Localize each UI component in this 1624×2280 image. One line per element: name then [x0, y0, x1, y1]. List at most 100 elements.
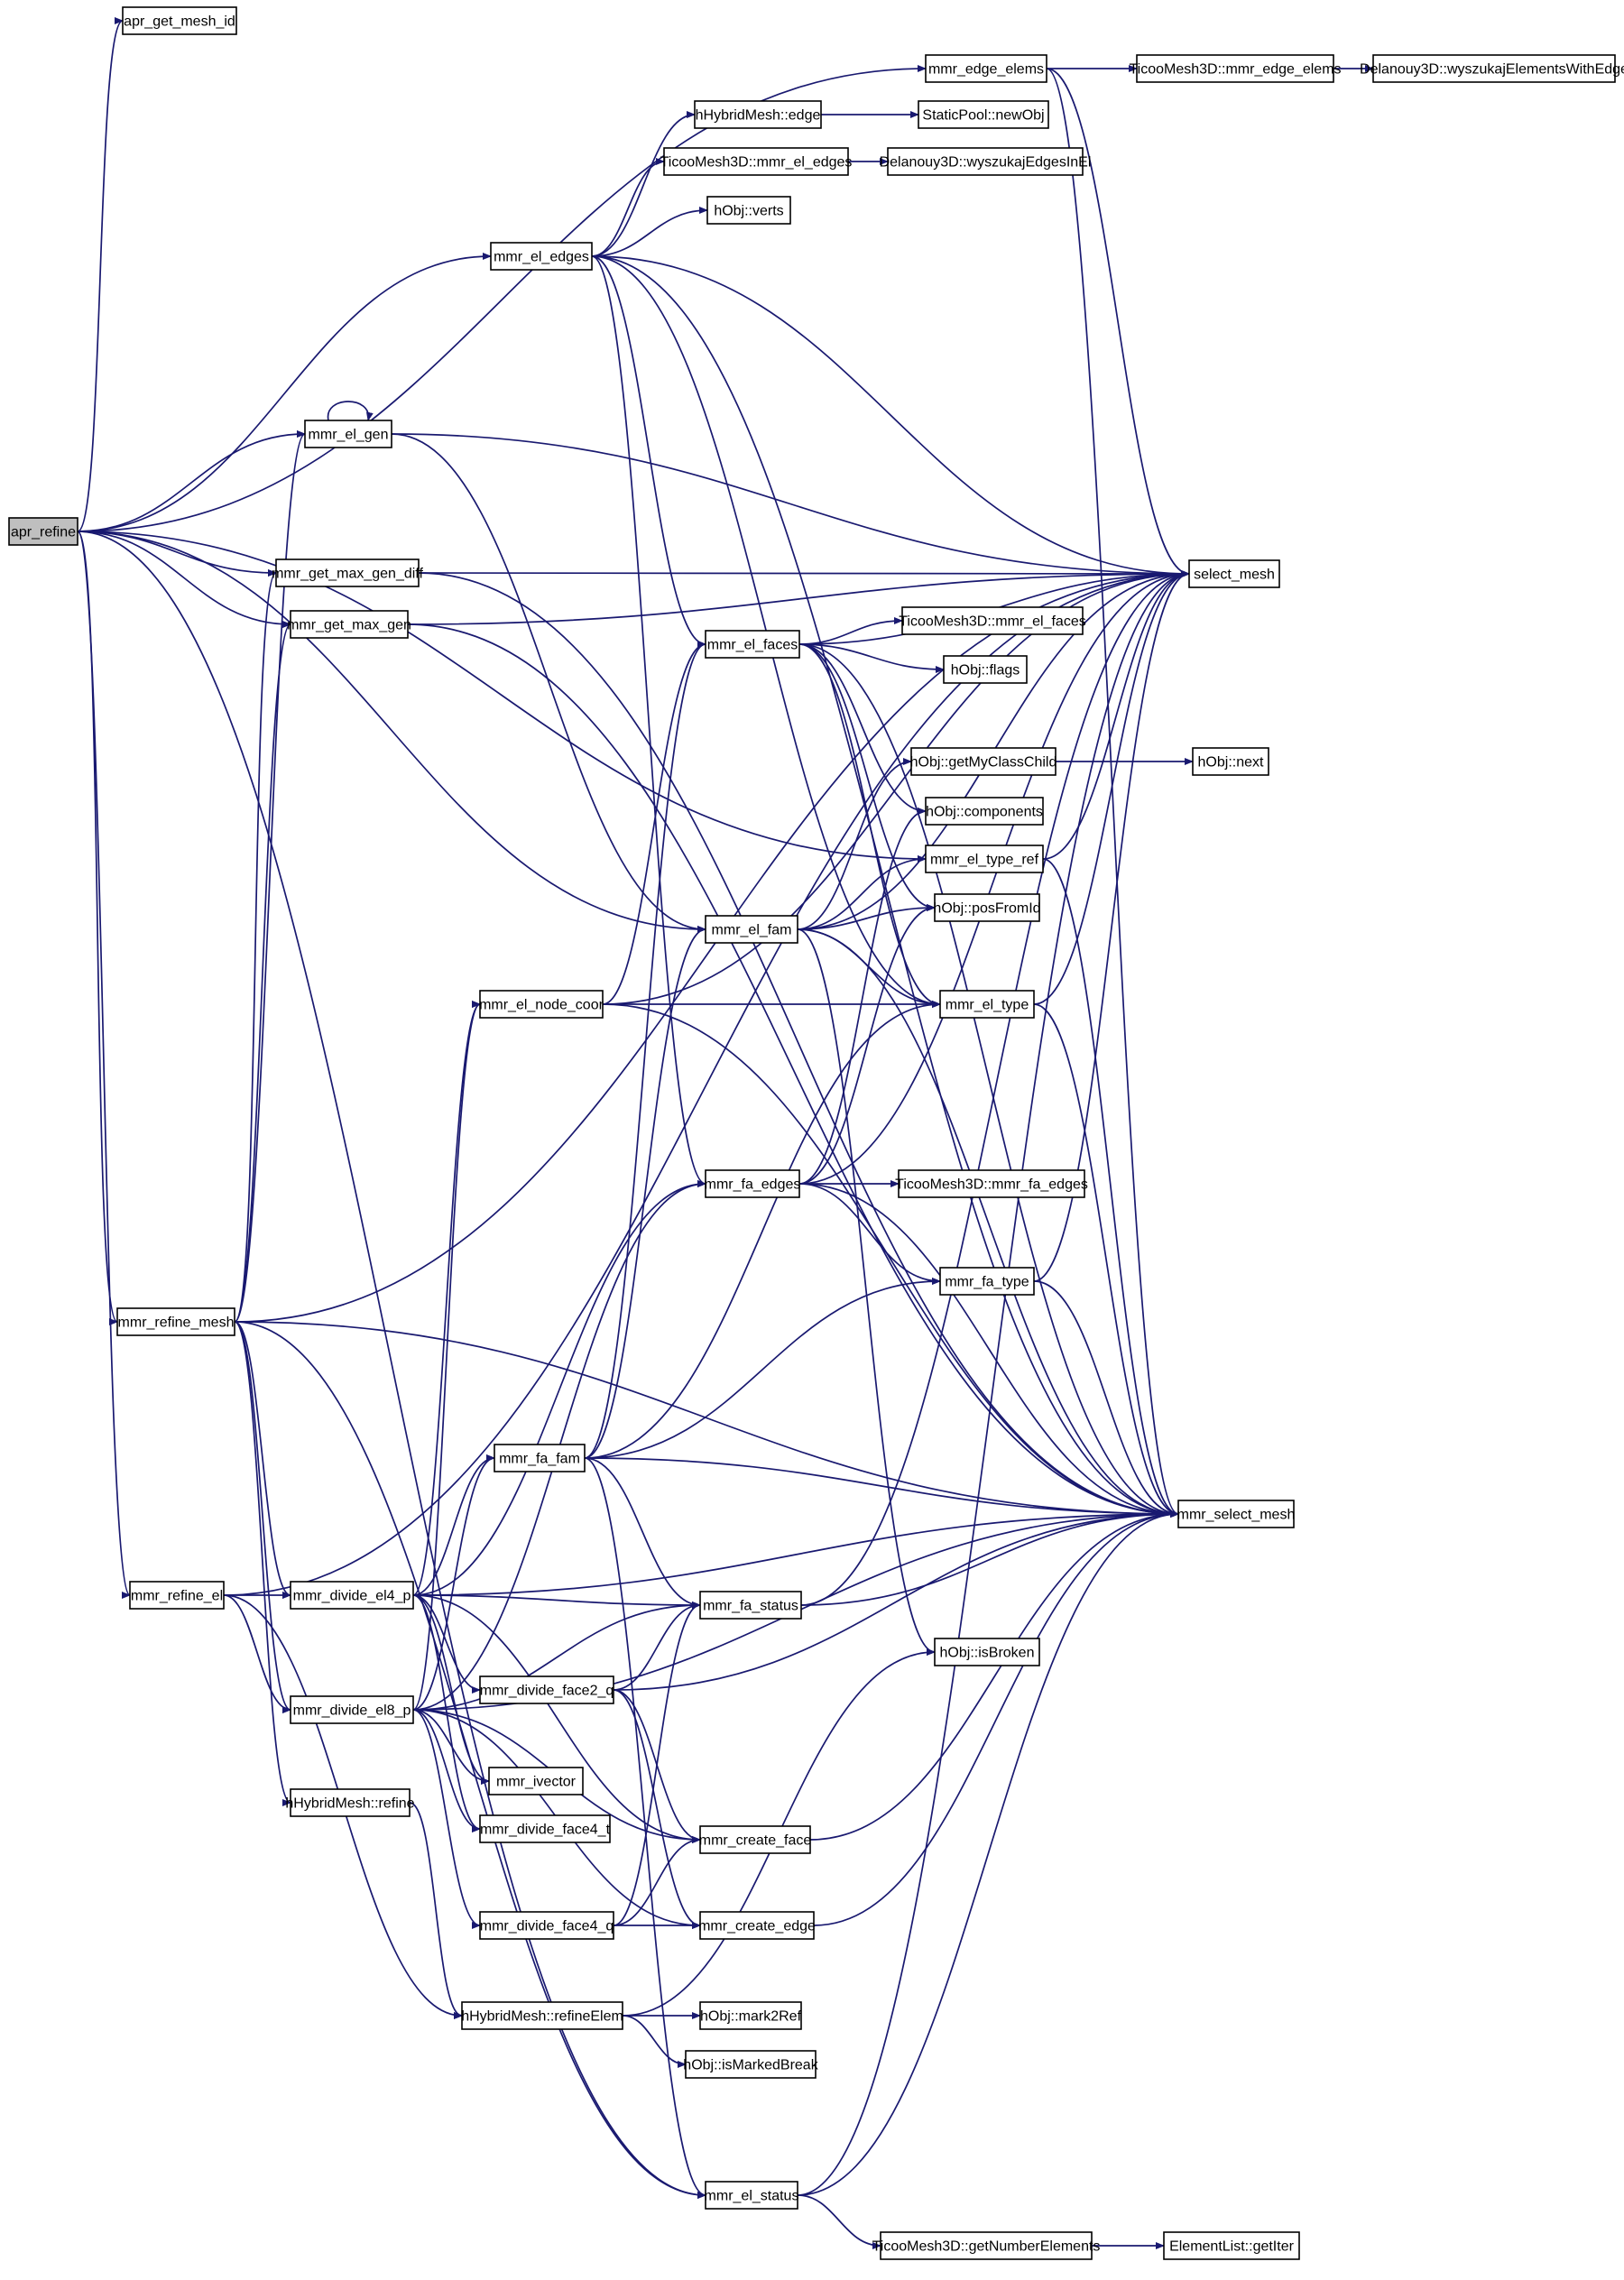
node-hobj-getmyclasschild[interactable]: hObj::getMyClassChild: [910, 747, 1057, 776]
edge-mmr_el_edges-to-mmr_el_faces: [591, 255, 706, 648]
node-mmr-el-type[interactable]: mmr_el_type: [939, 990, 1035, 1019]
node-select-mesh[interactable]: select_mesh: [1188, 559, 1280, 588]
node-mmr-fa-status[interactable]: mmr_fa_status: [699, 1591, 802, 1620]
edge-mmr_divide_face2_q-to-mmr_create_edge: [613, 1689, 701, 1929]
node-box: [1136, 54, 1334, 83]
node-box: [1192, 747, 1269, 776]
edges-layer: [77, 17, 1374, 2249]
edge-mmr_divide_el8_p-to-mmr_divide_face4_q: [412, 1709, 481, 1929]
node-hobj-verts[interactable]: hObj::verts: [706, 196, 791, 225]
edge-mmr_el_faces-to-mmr_select_mesh: [798, 643, 1179, 1518]
node-tm-mmr-el-faces[interactable]: TicooMesh3D::mmr_el_faces: [899, 606, 1086, 635]
node-label: apr_get_mesh_id: [124, 14, 235, 30]
node-mmr-el-faces[interactable]: mmr_el_faces: [705, 630, 800, 659]
node-mmr-divide-face4-q[interactable]: mmr_divide_face4_q: [479, 1911, 614, 1940]
edge-mmr_fa_fam-to-mmr_el_fam: [584, 926, 706, 1459]
node-mmr-fa-edges[interactable]: mmr_fa_edges: [705, 1169, 801, 1198]
node-hobj-isbroken[interactable]: hObj::isBroken: [934, 1638, 1040, 1666]
node-hobj-ismarkedbreak[interactable]: hObj::isMarkedBreak: [683, 2050, 819, 2079]
node-box: [705, 1169, 800, 1198]
node-elementlist-getiter[interactable]: ElementList::getIter: [1163, 2231, 1300, 2260]
node-del-wyszukaj-elems-edge[interactable]: Delanouy3D::wyszukajElementsWithEdge: [1360, 54, 1624, 83]
edge-mmr_fa_fam-to-mmr_el_faces: [584, 641, 706, 1459]
node-mmr-divide-face4-t[interactable]: mmr_divide_face4_t: [479, 1814, 611, 1843]
edge-mmr_el_edges-to-mmr_fa_edges: [591, 255, 706, 1187]
node-label: TicooMesh3D::getNumberElements: [872, 2239, 1101, 2255]
edge-mmr_divide_el4_p-to-mmr_select_mesh: [412, 1510, 1179, 1596]
node-mmr-create-edge[interactable]: mmr_create_edge: [698, 1911, 816, 1940]
node-label: mmr_el_fam: [712, 923, 792, 938]
edge-mmr_divide_face2_q-to-mmr_select_mesh: [613, 1510, 1179, 1691]
node-hobj-flags[interactable]: hObj::flags: [943, 655, 1028, 684]
node-mmr-fa-fam[interactable]: mmr_fa_fam: [494, 1444, 586, 1472]
node-label: mmr_divide_face4_q: [480, 1919, 614, 1934]
node-apr-get-mesh-id[interactable]: apr_get_mesh_id: [122, 6, 237, 35]
node-box: [934, 893, 1040, 922]
node-label: mmr_edge_elems: [928, 62, 1044, 78]
node-tm-mmr-el-edges[interactable]: TicooMesh3D::mmr_el_edges: [660, 147, 853, 176]
node-mmr-el-fam[interactable]: mmr_el_fam: [705, 915, 798, 944]
node-label: hHybridMesh::refineElem: [461, 2009, 623, 2025]
node-mmr-select-mesh[interactable]: mmr_select_mesh: [1177, 1500, 1296, 1528]
node-mmr-el-edges[interactable]: mmr_el_edges: [490, 242, 593, 271]
edge-mmr_divide_el4_p-to-mmr_fa_fam: [412, 1454, 495, 1596]
edge-mmr_create_edge-to-mmr_select_mesh: [813, 1510, 1179, 1926]
node-mmr-get-max-gen[interactable]: mmr_get_max_gen: [287, 610, 411, 639]
node-box: [706, 196, 791, 225]
node-hobj-components[interactable]: hObj::components: [925, 797, 1044, 826]
edge-mmr_divide_face4_q-to-mmr_fa_status: [613, 1602, 701, 1926]
node-mmr-fa-type[interactable]: mmr_fa_type: [939, 1267, 1035, 1296]
node-mmr-refine-el[interactable]: mmr_refine_el: [129, 1581, 225, 1610]
node-label: hObj::verts: [714, 204, 783, 219]
edge-apr_refine-to-mmr_refine_el: [77, 531, 131, 1599]
node-label: mmr_divide_el8_p: [293, 1703, 411, 1719]
edge-mmr_el_type_ref-to-select_mesh: [1042, 570, 1190, 860]
node-del-wyszukaj-edges-inel[interactable]: Delanouy3D::wyszukajEdgesInEl: [880, 147, 1092, 176]
node-mmr-create-face[interactable]: mmr_create_face: [699, 1825, 812, 1854]
node-mmr-divide-el4-p[interactable]: mmr_divide_el4_p: [290, 1581, 414, 1610]
node-mmr-ivector[interactable]: mmr_ivector: [488, 1767, 584, 1795]
edge-mmr_divide_el4_p-to-mmr_divide_face2_q: [412, 1594, 481, 1694]
node-staticpool-newobj[interactable]: StaticPool::newObj: [918, 100, 1049, 129]
node-hobj-posfromid[interactable]: hObj::posFromId: [933, 893, 1041, 922]
node-hhm-edge[interactable]: hHybridMesh::edge: [694, 100, 822, 129]
edge-apr_refine-to-mmr_el_type_ref: [77, 531, 927, 863]
edge-mmr_divide_el4_p-to-mmr_divide_face4_t: [412, 1594, 481, 1832]
node-mmr-edge-elems[interactable]: mmr_edge_elems: [925, 54, 1047, 83]
node-mmr-divide-face2-q[interactable]: mmr_divide_face2_q: [479, 1675, 614, 1704]
node-hobj-mark2ref[interactable]: hObj::mark2Ref: [699, 2001, 802, 2030]
node-box: [934, 1638, 1040, 1666]
node-box: [705, 630, 800, 659]
node-label: hObj::mark2Ref: [700, 2009, 802, 2025]
node-tm-mmr-fa-edges[interactable]: TicooMesh3D::mmr_fa_edges: [895, 1169, 1088, 1198]
node-hobj-next[interactable]: hObj::next: [1192, 747, 1269, 776]
node-box: [939, 990, 1035, 1019]
node-tm-mmr-edge-elems[interactable]: TicooMesh3D::mmr_edge_elems: [1129, 54, 1342, 83]
node-box: [1372, 54, 1616, 83]
edge-mmr_refine_mesh-to-mmr_get_max_gen: [234, 621, 291, 1323]
node-tm-getnumberelements[interactable]: TicooMesh3D::getNumberElements: [872, 2231, 1101, 2260]
node-label: apr_refine: [11, 525, 76, 540]
node-hhm-refineelem[interactable]: hHybridMesh::refineElem: [461, 2001, 623, 2030]
node-box: [494, 1444, 586, 1472]
node-mmr-refine-mesh[interactable]: mmr_refine_mesh: [116, 1307, 235, 1336]
node-mmr-get-max-gen-diff[interactable]: mmr_get_max_gen_diff: [272, 558, 423, 587]
edge-mmr_el_edges-to-hobj_verts: [591, 207, 708, 257]
node-box: [8, 517, 78, 546]
node-box: [699, 1825, 811, 1854]
node-mmr-divide-el8-p[interactable]: mmr_divide_el8_p: [290, 1695, 414, 1724]
node-apr-refine[interactable]: apr_refine: [8, 517, 78, 546]
node-label: TicooMesh3D::mmr_el_faces: [899, 614, 1085, 630]
node-label: mmr_divide_face2_q: [480, 1684, 614, 1699]
edge-mmr_el_node_coor-to-select_mesh: [602, 570, 1190, 1005]
node-mmr-el-gen[interactable]: mmr_el_gen: [304, 420, 392, 448]
node-mmr-el-type-ref[interactable]: mmr_el_type_ref: [925, 845, 1044, 873]
node-label: hObj::next: [1198, 755, 1264, 771]
node-mmr-el-status[interactable]: mmr_el_status: [705, 2181, 799, 2210]
node-box: [122, 6, 237, 35]
node-hhm-refine[interactable]: hHybridMesh::refine: [285, 1788, 415, 1817]
node-box: [939, 1267, 1035, 1296]
edge-mmr_fa_type-to-mmr_select_mesh: [1033, 1280, 1179, 1518]
node-mmr-el-node-coor[interactable]: mmr_el_node_coor: [479, 990, 604, 1019]
node-box: [898, 1169, 1085, 1198]
